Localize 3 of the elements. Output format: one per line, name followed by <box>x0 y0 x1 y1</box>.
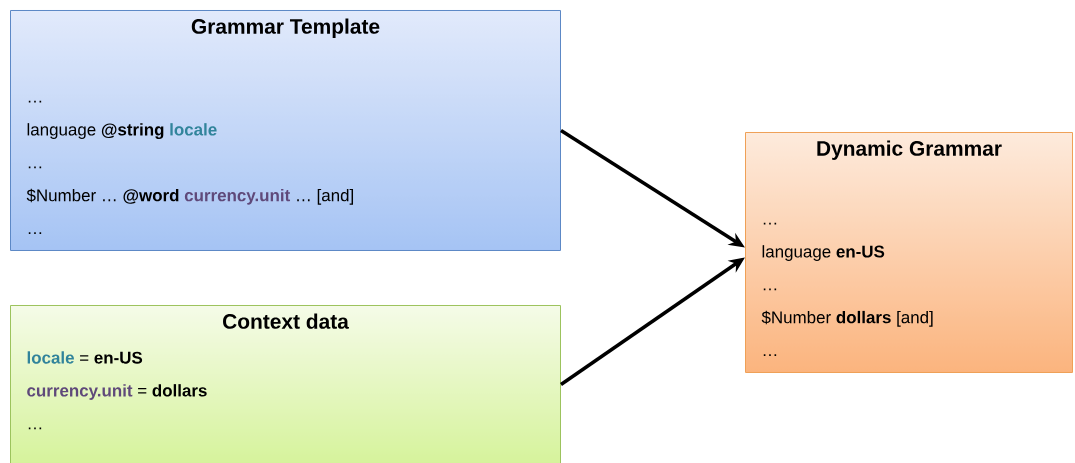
text-box: Context data locale = en-US currency.unit = dollars … <box>10 305 561 463</box>
text-box: Grammar Template … language @string locale … $Number … @word currency.unit … [and] … <box>10 10 561 251</box>
text-box: Dynamic Grammar … language en-US … $Number dollars [and] … <box>745 132 1073 373</box>
